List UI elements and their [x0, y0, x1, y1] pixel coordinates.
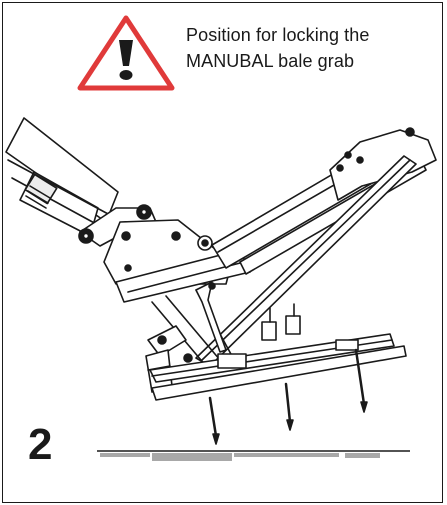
caption-line-1: Position for locking the	[186, 25, 370, 45]
warning-triangle-icon	[77, 15, 175, 91]
loader-arm-and-grab	[5, 117, 437, 445]
caption-line-2: MANUBAL bale grab	[186, 51, 355, 71]
illustration-frame	[2, 2, 443, 503]
step-number: 2	[28, 420, 53, 469]
ground-line	[97, 450, 410, 461]
warning-caption: Position for locking the MANUBAL bale gr…	[186, 22, 436, 74]
